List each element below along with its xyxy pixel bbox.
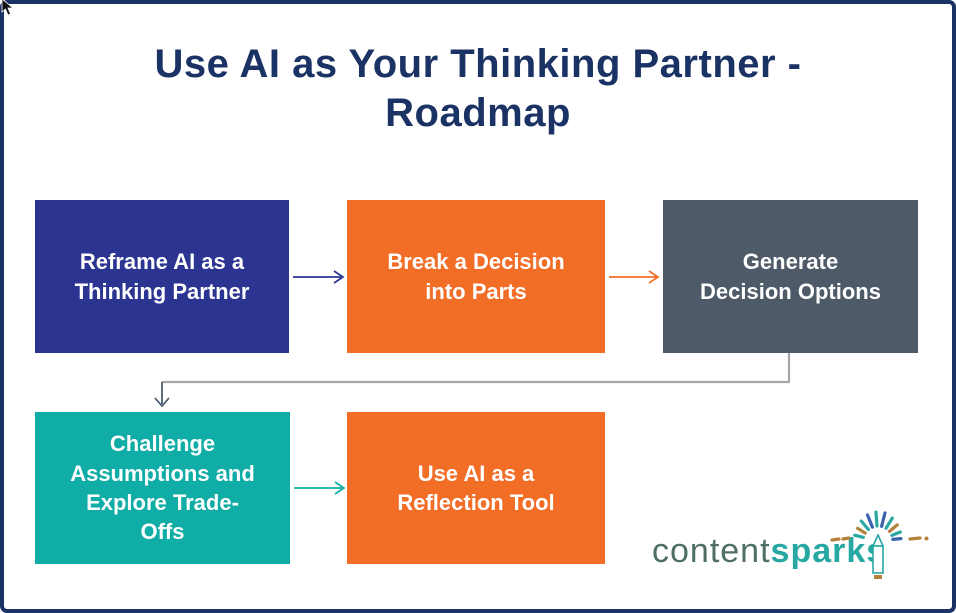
arrow-step4-to-step5-icon [294,481,346,495]
flow-box-reframe: Reframe AI as a Thinking Partner [35,200,289,353]
logo-word-content: content [652,532,771,570]
flow-box-reflection-tool: Use AI as a Reflection Tool [347,412,605,564]
flow-box-generate-options-label: Generate Decision Options [700,249,881,304]
flow-box-reflection-tool-label: Use AI as a Reflection Tool [397,460,555,515]
logo-pencil-icon [871,534,885,579]
page-title: Use AI as Your Thinking Partner - Roadma… [154,42,802,135]
logo-sparks-icon [830,510,929,542]
flow-box-reframe-label: Reframe AI as a Thinking Partner [74,249,250,304]
flow-box-break-decision-label: Break a Decision into Parts [387,249,565,304]
logo-word-sparks: sparks [770,532,887,570]
flow-box-generate-options: Generate Decision Options [663,200,918,353]
flow-box-challenge-assumptions-label: Challenge Assumptions and Explore Trade-… [70,431,255,545]
arrow-step1-to-step2-icon [293,270,345,284]
flow-box-challenge-assumptions: Challenge Assumptions and Explore Trade-… [35,412,290,564]
contentsparks-logo: contentsparks [652,494,947,584]
elbow-connector-step3-icon [162,353,791,384]
arrow-step2-to-step3-icon [609,270,660,284]
contentsparks-logo-text: contentsparks [652,534,886,568]
flow-box-break-decision: Break a Decision into Parts [347,200,605,353]
mouse-cursor-icon [1,0,15,16]
arrow-elbow-to-step4-icon [154,382,170,408]
